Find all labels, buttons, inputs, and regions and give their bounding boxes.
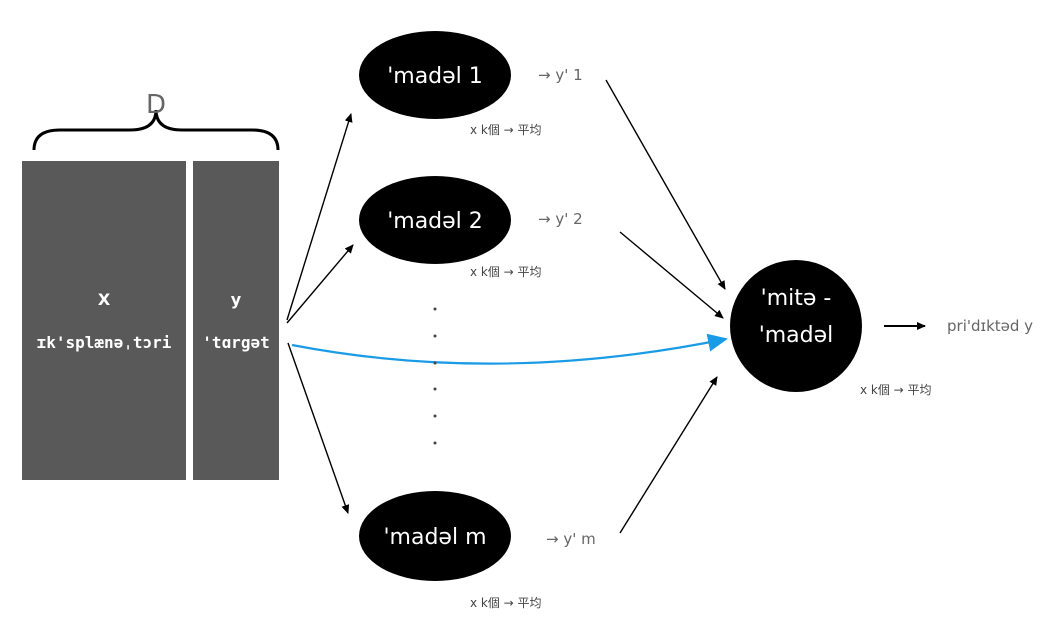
y-column bbox=[193, 161, 279, 480]
model-2-node bbox=[359, 176, 511, 264]
arrow-output-1-to-meta bbox=[605, 79, 726, 290]
meta-model-label-line-2: 'madəl bbox=[759, 323, 834, 348]
model-m-label: 'madəl m bbox=[384, 525, 487, 550]
ellipsis-dots bbox=[433, 307, 437, 445]
x-column bbox=[22, 161, 186, 480]
arrow-to-model-2 bbox=[286, 244, 354, 324]
model-m-note: x k個 → 平均 bbox=[470, 596, 542, 610]
x-column-header: X bbox=[98, 290, 111, 309]
model-1-note: x k個 → 平均 bbox=[470, 123, 542, 137]
model-2-output: → y' 2 bbox=[538, 210, 583, 228]
arrow-to-model-m bbox=[287, 342, 350, 514]
dataset-brace bbox=[32, 109, 280, 151]
arrow-to-model-1 bbox=[286, 113, 353, 321]
highlight-arrow-to-meta-model bbox=[291, 333, 728, 365]
model-m-node bbox=[359, 491, 511, 581]
arrow-output-m-to-meta bbox=[619, 376, 718, 534]
model-2-note: x k個 → 平均 bbox=[470, 265, 542, 279]
meta-model-label-line-1: 'mitə - bbox=[761, 286, 832, 311]
y-column-subtitle: 'tɑrgət bbox=[202, 333, 269, 352]
model-m-output: → y' m bbox=[546, 530, 596, 548]
final-prediction-label: pri'dɪktəd y bbox=[947, 317, 1033, 335]
y-column-header: y bbox=[231, 290, 242, 309]
dataset-brace-label: D bbox=[146, 90, 166, 120]
model-2-label: 'madəl 2 bbox=[387, 209, 483, 234]
meta-model-node bbox=[730, 260, 862, 392]
model-1-output: → y' 1 bbox=[538, 66, 583, 84]
model-1-label: 'madəl 1 bbox=[387, 64, 483, 89]
x-column-subtitle: ɪk'splænəˌtɔri bbox=[37, 333, 172, 352]
meta-model-note: x k個 → 平均 bbox=[860, 383, 932, 397]
model-1-node bbox=[359, 31, 511, 119]
arrow-output-2-to-meta bbox=[619, 231, 724, 319]
